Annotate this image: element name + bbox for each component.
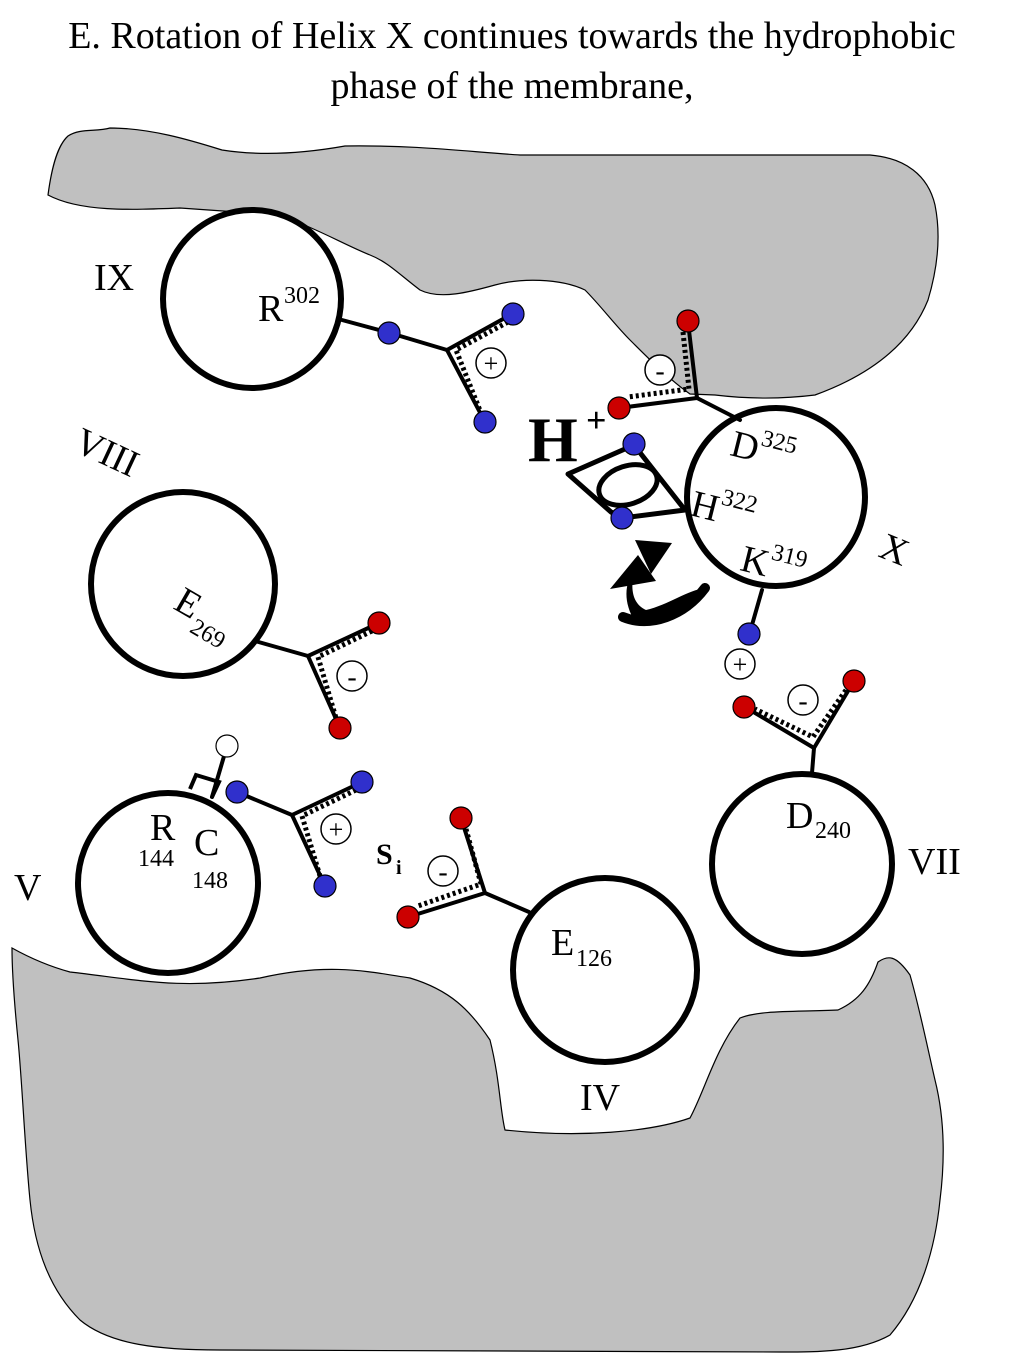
d325-oxygen-2	[607, 396, 631, 420]
r302-side-chain: +	[340, 302, 525, 434]
residue-r302-number: 302	[284, 283, 320, 309]
helix-ix-label: IX	[94, 257, 134, 299]
e269-minus-charge	[336, 660, 368, 692]
helix-x-circle	[684, 405, 868, 589]
upper-membrane-region	[47, 127, 939, 399]
k319-nitrogen	[737, 622, 761, 646]
r144-plus-charge	[320, 813, 352, 845]
helix-x-label: X	[874, 525, 915, 574]
helix-viii-circle	[88, 489, 278, 679]
e126-oxygen-2	[396, 905, 420, 929]
helix-viii-label: VIII	[68, 420, 145, 486]
r144-nitrogen-2	[350, 770, 374, 794]
k319-side-chain: +	[724, 588, 764, 680]
substrate-label: S	[376, 838, 393, 871]
e126-minus-sign: -	[438, 857, 447, 888]
d240-minus-sign: -	[798, 686, 807, 717]
rotation-arrow	[610, 540, 710, 627]
title-line-1: E. Rotation of Helix X continues towards…	[68, 15, 956, 57]
r144-plus-sign: +	[329, 815, 344, 844]
r302-nitrogen-1	[377, 321, 401, 345]
d325-oxygen-1	[676, 309, 700, 333]
residue-e126-letter: E	[551, 922, 574, 964]
residue-c148-number: 148	[192, 868, 228, 894]
helix-vii-label: VII	[908, 841, 961, 883]
e269-side-chain: -	[253, 611, 391, 740]
helix-iv-circle	[510, 875, 700, 1065]
helix-iv-label: IV	[580, 1077, 621, 1119]
d240-oxygen-1	[842, 669, 866, 693]
k319-plus-sign: +	[733, 650, 748, 679]
d325-minus-charge	[644, 354, 676, 386]
r302-plus-sign: +	[484, 349, 499, 378]
e126-side-chain: -	[396, 806, 531, 929]
e269-minus-sign: -	[347, 662, 356, 693]
c148-hydrogen	[215, 734, 239, 758]
helix-v-label: V	[14, 867, 42, 909]
e269-oxygen-1	[367, 611, 391, 635]
residue-d240-number: 240	[815, 818, 851, 844]
h322-imidazole-ring	[565, 432, 688, 530]
helix-ix-circle	[160, 207, 344, 391]
helix-vii-circle	[709, 771, 895, 957]
residue-r144-number: 144	[138, 846, 174, 872]
c148-side-chain	[188, 734, 239, 799]
d325-minus-sign: -	[655, 356, 664, 387]
e126-minus-charge	[427, 855, 459, 887]
r302-nitrogen-3	[473, 410, 497, 434]
substrate-subscript: i	[396, 857, 402, 879]
title-line-2: phase of the membrane,	[330, 65, 694, 107]
d240-side-chain: -	[732, 669, 866, 775]
e269-oxygen-2	[328, 716, 352, 740]
helix-v-circle	[75, 790, 261, 976]
k319-plus-charge	[724, 648, 756, 680]
d240-minus-charge	[787, 684, 819, 716]
proton-label: H	[528, 404, 578, 475]
residue-c148-letter: C	[194, 822, 219, 864]
residue-r302-letter: R	[258, 288, 284, 330]
r302-nitrogen-2	[501, 302, 525, 326]
residue-r144-letter: R	[150, 807, 176, 849]
d325-side-chain: -	[607, 309, 742, 422]
lower-membrane-region	[11, 946, 944, 1353]
h322-nitrogen-2	[610, 506, 634, 530]
r144-side-chain: +	[225, 770, 374, 898]
proton-charge: +	[586, 400, 607, 440]
residue-d240-letter: D	[786, 795, 813, 837]
e126-oxygen-1	[449, 806, 473, 830]
residue-e126-number: 126	[576, 946, 612, 972]
h322-nitrogen-1	[622, 432, 646, 456]
r144-nitrogen-3	[313, 874, 337, 898]
d240-oxygen-2	[732, 695, 756, 719]
r144-nitrogen-1	[225, 780, 249, 804]
r302-plus-charge	[475, 347, 507, 379]
